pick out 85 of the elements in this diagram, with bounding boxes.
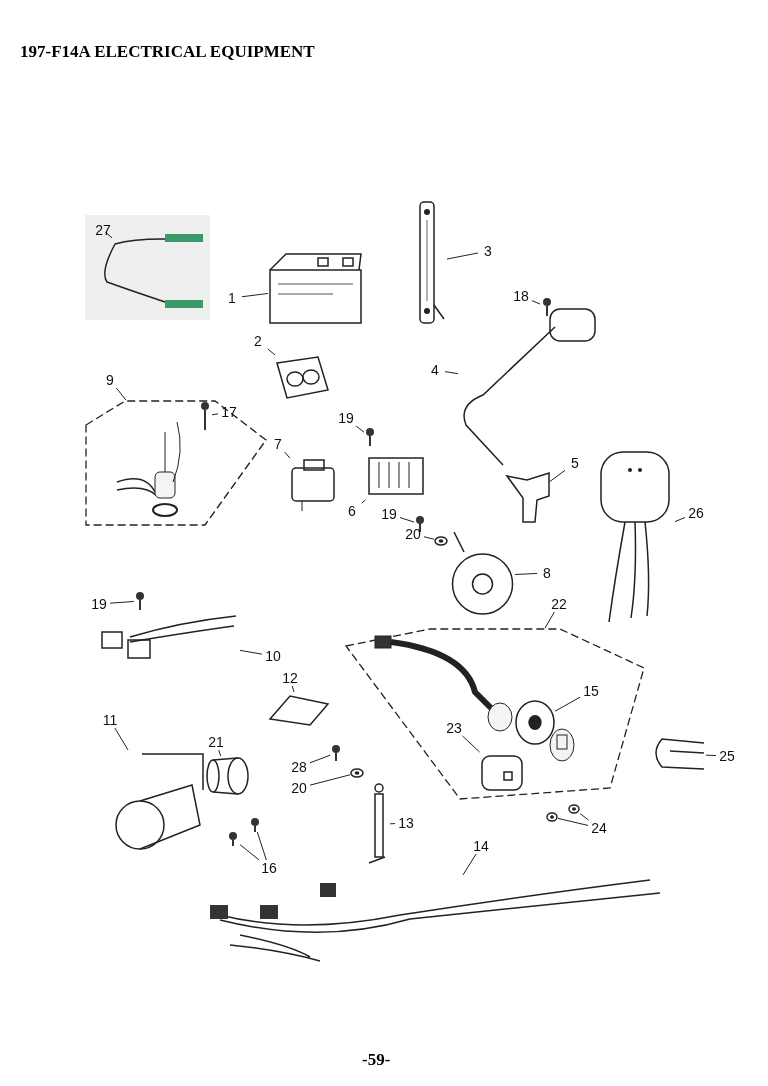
leader-line bbox=[355, 425, 365, 433]
washer-drawing bbox=[546, 812, 558, 822]
callout-number: 16 bbox=[258, 860, 280, 876]
callout-number: 19 bbox=[335, 410, 357, 426]
callout-number: 22 bbox=[548, 596, 570, 612]
leader-line bbox=[544, 611, 555, 629]
washer-drawing bbox=[568, 804, 580, 814]
callout-number: 23 bbox=[443, 720, 465, 736]
bolt-drawing bbox=[540, 298, 554, 316]
leader-line bbox=[239, 649, 263, 655]
callout-number: 25 bbox=[716, 748, 738, 764]
callout-number: 21 bbox=[206, 734, 226, 750]
callout-number: 8 bbox=[537, 565, 557, 581]
washer-drawing bbox=[434, 536, 448, 546]
leader-line bbox=[462, 735, 481, 753]
callout-number: 4 bbox=[425, 362, 445, 378]
module-drawing bbox=[288, 458, 338, 513]
leader-line bbox=[309, 754, 331, 764]
callout-number: 14 bbox=[470, 838, 492, 854]
leader-line bbox=[399, 517, 415, 523]
washer-drawing bbox=[350, 768, 364, 778]
bolt-drawing bbox=[330, 745, 342, 761]
callout-number: 19 bbox=[88, 596, 110, 612]
callout-number: 28 bbox=[288, 759, 310, 775]
leader-line bbox=[579, 813, 589, 821]
callout-number: 3 bbox=[478, 243, 498, 259]
leader-line bbox=[389, 823, 396, 825]
leader-line bbox=[256, 831, 267, 861]
callout-number: 19 bbox=[378, 506, 400, 522]
washer-drawing bbox=[515, 700, 555, 745]
bolt-drawing bbox=[248, 818, 262, 832]
leader-line bbox=[309, 774, 351, 786]
leader-line bbox=[291, 685, 295, 693]
leader-line bbox=[104, 231, 113, 239]
leader-line bbox=[531, 300, 541, 305]
callout-number: 26 bbox=[685, 505, 707, 521]
leader-line bbox=[109, 600, 135, 604]
leader-line bbox=[361, 499, 366, 504]
callout-number: 17 bbox=[218, 404, 240, 420]
pad-drawing bbox=[275, 355, 330, 400]
leader-line bbox=[446, 252, 479, 260]
callout-number: 13 bbox=[395, 815, 417, 831]
callout-number: 27 bbox=[92, 222, 114, 238]
leader-line bbox=[267, 348, 276, 356]
leader-line bbox=[241, 292, 269, 298]
battery-drawing bbox=[268, 250, 363, 325]
leader-line bbox=[239, 844, 260, 861]
cover-drawing bbox=[478, 752, 526, 794]
leader-line bbox=[284, 451, 291, 459]
callout-number: 11 bbox=[100, 712, 120, 728]
bolt-drawing bbox=[198, 402, 212, 430]
callout-number: 7 bbox=[268, 436, 288, 452]
callout-number: 9 bbox=[100, 372, 120, 388]
bracket-drawing bbox=[268, 692, 330, 727]
leader-line bbox=[705, 754, 717, 757]
page-number: -59- bbox=[362, 1050, 391, 1070]
leader-line bbox=[674, 517, 686, 523]
leader-line bbox=[549, 469, 566, 482]
leader-line bbox=[218, 749, 222, 757]
leader-line bbox=[423, 536, 435, 540]
callout-number: 15 bbox=[580, 683, 602, 699]
plug-cap-drawing bbox=[505, 472, 550, 524]
cup-drawing bbox=[205, 756, 250, 796]
leader-line bbox=[114, 727, 129, 751]
callout-number: 12 bbox=[280, 670, 300, 686]
callout-number: 18 bbox=[510, 288, 532, 304]
callout-number: 20 bbox=[402, 526, 424, 542]
callout-number: 5 bbox=[565, 455, 585, 471]
bolt-drawing bbox=[364, 428, 376, 446]
bolt-drawing bbox=[134, 592, 146, 610]
callout-number: 6 bbox=[342, 503, 362, 519]
leader-line bbox=[211, 413, 219, 416]
leader-line bbox=[115, 387, 127, 401]
callout-number: 2 bbox=[248, 333, 268, 349]
callout-number: 20 bbox=[288, 780, 310, 796]
callout-number: 24 bbox=[588, 820, 610, 836]
callout-number: 1 bbox=[222, 290, 242, 306]
leader-line bbox=[514, 572, 538, 575]
leader-line bbox=[557, 817, 589, 826]
leader-line bbox=[444, 371, 459, 375]
bolt-drawing bbox=[226, 832, 240, 846]
leader-line bbox=[554, 696, 581, 712]
callout-number: 10 bbox=[262, 648, 284, 664]
leader-line bbox=[462, 853, 477, 876]
page-title: 197-F14A ELECTRICAL EQUIPMENT bbox=[20, 42, 315, 62]
